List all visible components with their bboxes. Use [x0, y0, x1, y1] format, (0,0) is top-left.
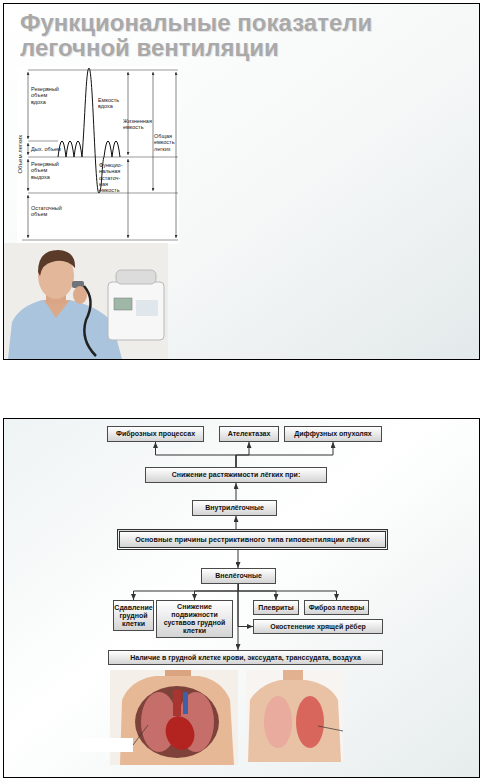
volume-label: Функцио- нальная остаточ- ная емкость: [99, 162, 127, 193]
flow-arrow: [238, 584, 253, 627]
box-text: Наличие в грудной клетке крови, экссудат…: [130, 654, 361, 662]
flow-arrow: [134, 584, 239, 600]
cause-box: Внелёгочные: [201, 568, 276, 584]
anatomy-background: [246, 670, 343, 762]
spirometer-tube: [84, 286, 96, 356]
vena-cava: [183, 692, 188, 714]
shirt: [8, 300, 122, 359]
spirogram-panel: [17, 66, 179, 244]
volume-label: Емкость вдоха: [98, 97, 126, 110]
flow-arrow: [236, 442, 249, 467]
volume-label: Резервный объем вдоха: [31, 86, 61, 105]
flow-arrow: [236, 442, 333, 467]
hair: [38, 250, 75, 276]
level-line: [22, 240, 178, 241]
slide-title: Функциональные показатели легочной венти…: [20, 10, 440, 60]
cause-box: Окостенение хрящей рёбер: [253, 619, 383, 634]
heart: [161, 712, 199, 754]
dimension-line: [28, 195, 29, 238]
box-text: Ателектазах: [228, 430, 271, 438]
flow-arrow: [239, 584, 337, 600]
slide-frame: [4, 419, 480, 778]
dimension-line: [28, 159, 29, 191]
box-text: Снижение подвижности суставов грудной кл…: [159, 603, 230, 635]
leader-line: [133, 725, 148, 745]
volume-label: Жизненная емкость: [123, 118, 153, 131]
box-text: Снижение растяжимости лёгких при:: [172, 471, 300, 479]
lung: [264, 696, 292, 748]
axis-label: Объем легких: [17, 124, 23, 184]
cause-box: Сдавление грудной клетки: [113, 600, 154, 631]
cause-box: Фиброз плевры: [304, 600, 369, 615]
dimension-line: [153, 72, 154, 191]
connector-group: [134, 442, 337, 650]
flow-arrow: [236, 516, 237, 529]
cause-box: Наличие в грудной клетке крови, экссудат…: [108, 650, 383, 665]
cause-box: Ателектазах: [219, 426, 279, 442]
box-text: Окостенение хрящей рёбер: [270, 623, 366, 631]
chest-cavity: [135, 686, 219, 758]
cause-box: Снижение подвижности суставов грудной кл…: [156, 600, 233, 638]
box-text: Внелёгочные: [215, 572, 262, 580]
flow-arrow: [238, 584, 239, 650]
flow-arrow: [236, 483, 237, 500]
cause-box: Фиброзных процессах: [107, 426, 204, 442]
affected-lung: [296, 696, 324, 748]
level-line: [28, 70, 178, 71]
printer-roll: [116, 270, 156, 284]
box-text: Сдавление грудной клетки: [114, 604, 152, 628]
label-box: [80, 738, 133, 752]
volume-label: Остаточный объем: [31, 205, 63, 218]
main-cause-box: Основные причины рестриктивного типа гип…: [117, 529, 388, 550]
volume-label: Резервный объем выдоха: [31, 161, 61, 180]
cause-box: Диффузных опухолях: [284, 426, 382, 442]
dimension-line: [28, 72, 29, 139]
flow-arrow: [195, 584, 239, 600]
flow-arrow: [239, 584, 277, 600]
box-text: Фиброз плевры: [309, 604, 365, 612]
box-text: Фиброзных процессах: [116, 430, 195, 438]
cause-box: Снижение растяжимости лёгких при:: [145, 467, 327, 483]
flow-arrow: [156, 442, 237, 467]
dimension-line: [176, 72, 177, 238]
box-text: Плевриты: [258, 604, 294, 612]
level-line: [28, 157, 178, 158]
torso: [120, 676, 234, 765]
box-text: Диффузных опухолях: [294, 430, 372, 438]
photo-background: [4, 243, 168, 359]
cause-box: Внутрилёгочные: [192, 500, 277, 516]
flow-arrow: [238, 550, 239, 568]
level-line: [28, 141, 58, 142]
dimension-line: [28, 143, 29, 155]
aorta: [173, 690, 181, 716]
volume-label: Дых. объем: [31, 146, 71, 152]
spirometer-device: [108, 282, 164, 340]
slide-frame: [4, 4, 480, 360]
box-text: Внутрилёгочные: [205, 504, 264, 512]
cause-box: Плевриты: [253, 600, 299, 615]
dimension-line: [128, 72, 129, 155]
device-display: [114, 298, 132, 310]
box-text: Основные причины рестриктивного типа гип…: [135, 536, 370, 544]
device-keypad: [136, 300, 158, 316]
volume-label: Общая емкость легких: [154, 133, 177, 152]
dimension-line: [128, 159, 129, 238]
torso: [248, 680, 341, 762]
leader-line: [318, 726, 343, 731]
